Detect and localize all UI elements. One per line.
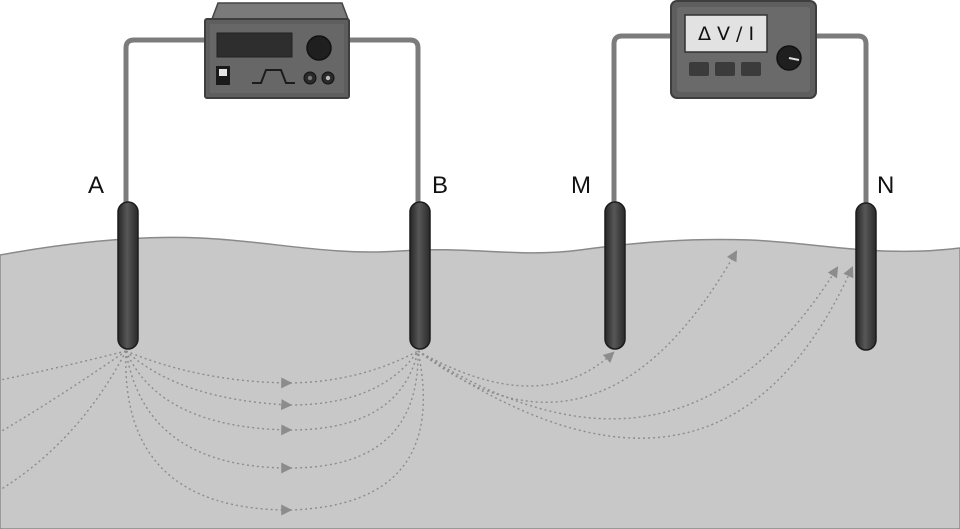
meter-display	[684, 14, 768, 53]
wire-b	[346, 37, 421, 205]
field-line	[125, 350, 293, 436]
rotary-knob-icon[interactable]	[306, 35, 332, 61]
field-line	[125, 350, 293, 389]
field-line	[289, 350, 419, 384]
field-line	[417, 350, 615, 387]
field-line	[0, 350, 127, 433]
power-switch-icon[interactable]	[216, 66, 230, 85]
current-source-device	[204, 2, 350, 99]
electrode-n-label: N	[877, 172, 894, 199]
electrode-b-rod	[409, 201, 431, 350]
electrode-b-label: B	[432, 172, 448, 199]
electrode-m-rod	[604, 201, 626, 350]
square-pulse-icon	[252, 69, 295, 84]
field-line	[0, 350, 127, 491]
field-line	[0, 350, 127, 381]
device-top	[210, 2, 350, 20]
wire-m	[611, 33, 672, 205]
electrode-m-label: M	[571, 172, 591, 199]
source-display	[216, 32, 293, 58]
meter-button-3[interactable]	[741, 62, 761, 76]
field-line	[125, 350, 293, 411]
field-line	[417, 266, 839, 420]
electrode-n-rod	[855, 202, 877, 351]
meter-readout: Δ V / I	[698, 23, 754, 45]
ground	[0, 236, 960, 529]
electrode-a-rod	[117, 201, 139, 350]
meter-knob-icon[interactable]	[776, 45, 802, 71]
jack-terminal-icon[interactable]	[303, 71, 335, 85]
meter-button-1[interactable]	[689, 62, 709, 76]
field-line	[289, 350, 419, 431]
current-field-lines	[0, 250, 854, 516]
meter-button-2[interactable]	[715, 62, 735, 76]
resistivity-meter: Δ V / I	[670, 0, 817, 99]
wire-n	[814, 33, 869, 207]
wire-a	[123, 37, 206, 205]
electrode-a-label: A	[88, 172, 104, 199]
